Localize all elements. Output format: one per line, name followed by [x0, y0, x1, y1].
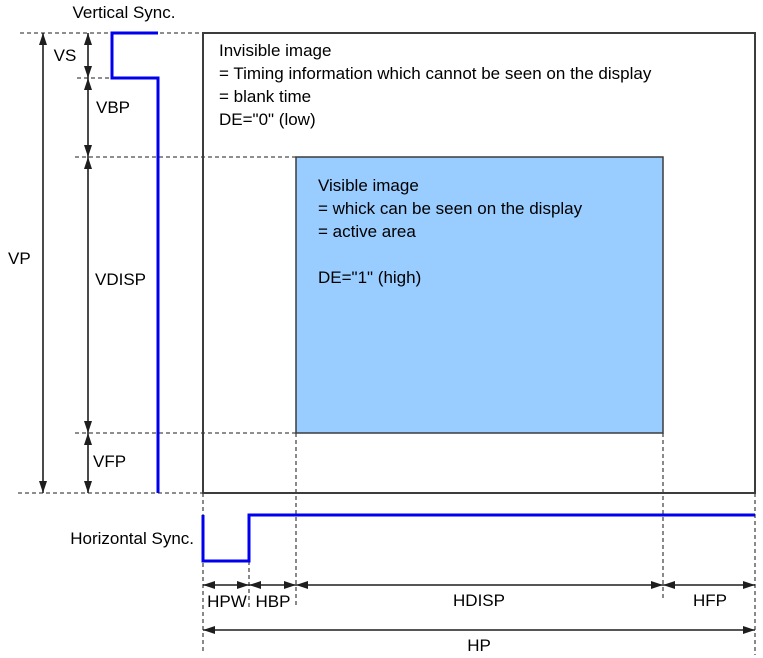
hpw-label: HPW	[207, 592, 247, 611]
vertical-sync-label: Vertical Sync.	[73, 3, 176, 22]
active-area-rect	[295, 156, 664, 434]
hfp-label: HFP	[693, 591, 727, 610]
frame-outline-box	[202, 32, 756, 494]
invisible-image-text-line-4: DE="0" (low)	[219, 110, 316, 129]
vs-label: VS	[54, 46, 77, 65]
hdisp-label: HDISP	[453, 591, 505, 610]
vdisp-label: VDISP	[95, 270, 146, 289]
visible-image-text-line-2: = whick can be seen on the display	[318, 199, 583, 218]
invisible-image-text-line-3: = blank time	[219, 87, 311, 106]
vertical-sync-waveform	[110, 31, 160, 493]
horizontal-sync-waveform	[201, 513, 755, 563]
visible-image-text-line-4: DE="1" (high)	[318, 268, 421, 287]
hp-label: HP	[467, 636, 491, 655]
visible-image-text-line-1: Visible image	[318, 176, 419, 195]
horizontal-sync-label: Horizontal Sync.	[70, 529, 194, 548]
vbp-label: VBP	[96, 98, 130, 117]
visible-image-text-line-3: = active area	[318, 222, 416, 241]
vp-label: VP	[8, 249, 31, 268]
invisible-image-text-line-1: Invisible image	[219, 41, 331, 60]
invisible-image-text-line-2: = Timing information which cannot be see…	[219, 64, 652, 83]
vfp-label: VFP	[93, 452, 126, 471]
hbp-label: HBP	[256, 592, 291, 611]
